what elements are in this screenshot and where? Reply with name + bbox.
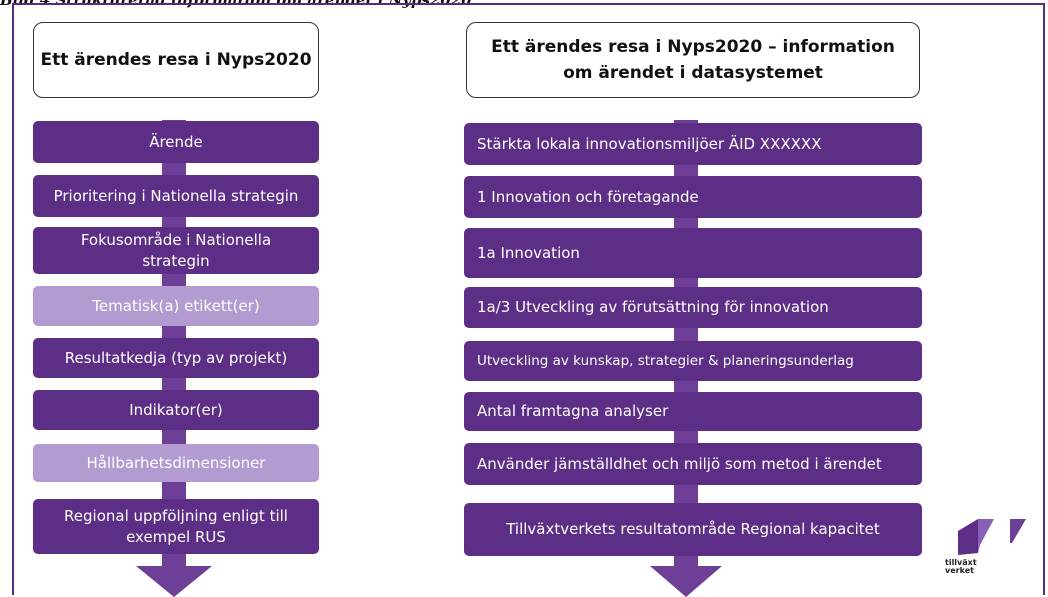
right-step-jamstalldhet-miljo: Använder jämställdhet och miljö som meto… [464, 443, 922, 485]
right-step-1a-innovation: 1a Innovation [464, 228, 922, 278]
right-step-innovation-foretagande: 1 Innovation och företagande [464, 176, 922, 218]
tillvaxtverket-logo [958, 519, 1026, 555]
right-step-forutsattning: 1a/3 Utveckling av förutsättning för inn… [464, 287, 922, 328]
left-step-resultatkedja: Resultatkedja (typ av projekt) [33, 338, 319, 378]
left-step-hallbarhetsdimensioner: Hållbarhetsdimensioner [33, 444, 319, 482]
right-step-resultatomrade: Tillväxtverkets resultatområde Regional … [464, 503, 922, 556]
figure-frame [12, 3, 1045, 595]
right-step-arende-id: Stärkta lokala innovationsmiljöer ÄID XX… [464, 123, 922, 165]
left-step-fokusomrade: Fokusområde i Nationella strategin [33, 227, 319, 274]
left-step-tematiska-etiketter: Tematisk(a) etikett(er) [33, 286, 319, 326]
left-step-regional-uppfoljning: Regional uppföljning enligt till exempel… [33, 499, 319, 554]
logo-wordmark: tillväxt verket [945, 558, 977, 575]
left-step-indikatorer: Indikator(er) [33, 390, 319, 430]
left-step-prioritering: Prioritering i Nationella strategin [33, 175, 319, 217]
right-column-header: Ett ärendes resa i Nyps2020 – informatio… [466, 22, 920, 98]
right-step-antal-analyser: Antal framtagna analyser [464, 392, 922, 431]
left-column-header: Ett ärendes resa i Nyps2020 [33, 22, 319, 98]
left-step-arende: Ärende [33, 121, 319, 163]
right-step-kunskap-strategier: Utveckling av kunskap, strategier & plan… [464, 341, 922, 381]
